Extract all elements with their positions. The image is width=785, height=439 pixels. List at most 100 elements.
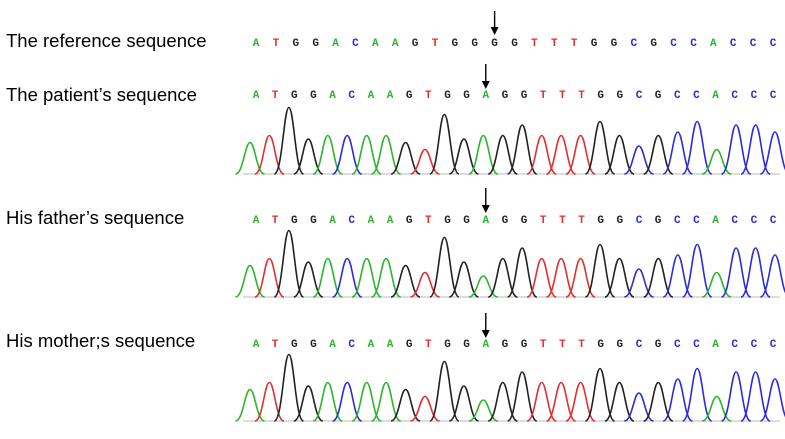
base-letter: A <box>387 90 394 102</box>
base-letter: C <box>693 339 700 351</box>
trace-peak <box>312 257 343 298</box>
base-letter: C <box>348 339 355 351</box>
trace-peak <box>526 381 557 422</box>
trace-peak <box>682 243 713 298</box>
trace-peak <box>740 371 771 422</box>
trace-peak <box>273 106 305 175</box>
base-letter: A <box>329 339 336 351</box>
base-letter: G <box>502 90 509 102</box>
base-letter: C <box>690 38 697 50</box>
trace-peak <box>448 138 479 175</box>
base-letter: G <box>597 215 604 227</box>
base-letter: G <box>444 90 451 102</box>
trace-peak <box>604 257 635 298</box>
base-letter: G <box>310 215 317 227</box>
base-letter: A <box>387 215 394 227</box>
base-letter: T <box>540 215 547 227</box>
base-letter: T <box>531 38 538 50</box>
base-letter: T <box>425 339 432 351</box>
base-letter: G <box>611 38 618 50</box>
base-letter: C <box>630 38 637 50</box>
trace-peak <box>662 131 693 175</box>
trace-peak <box>662 378 693 422</box>
base-letter: G <box>291 339 298 351</box>
base-letter: A <box>712 215 719 227</box>
variant-arrow-icon <box>481 205 490 213</box>
base-letter: G <box>406 90 413 102</box>
trace-peak <box>312 134 343 175</box>
base-letter: G <box>291 90 298 102</box>
trace-peak <box>526 257 557 298</box>
base-letter: C <box>731 90 738 102</box>
trace-peak <box>682 120 713 175</box>
base-letter: G <box>502 215 509 227</box>
trace-peak <box>254 381 285 422</box>
base-letter: T <box>273 38 280 50</box>
trace-peak <box>546 134 577 175</box>
base-letter: G <box>591 38 598 50</box>
trace-peak <box>604 381 635 422</box>
base-letter: G <box>463 215 470 227</box>
trace-peak <box>448 261 479 298</box>
trace-peak <box>351 381 382 422</box>
trace-peak <box>740 124 771 175</box>
trace-peak <box>429 113 460 175</box>
base-letter: C <box>731 339 738 351</box>
base-letter: C <box>674 90 681 102</box>
trace-peak <box>682 367 713 422</box>
trace-peak <box>506 247 538 298</box>
base-letter: G <box>655 215 662 227</box>
base-letter: T <box>559 90 566 102</box>
base-letter: A <box>253 339 260 351</box>
base-letter: C <box>352 38 359 50</box>
trace-peak <box>526 134 557 175</box>
trace-peak <box>565 381 596 422</box>
trace-peak <box>273 229 305 298</box>
trace-peak <box>584 120 616 175</box>
base-letter: A <box>253 90 260 102</box>
base-letter: G <box>444 215 451 227</box>
variant-arrow-icon <box>481 330 490 338</box>
base-letter: A <box>368 90 375 102</box>
variant-arrow-icon <box>490 27 499 35</box>
base-letter: C <box>674 215 681 227</box>
trace-peak <box>254 257 285 298</box>
base-letter: G <box>597 339 604 351</box>
base-letter: C <box>751 339 758 351</box>
base-letter: G <box>521 215 528 227</box>
base-letter: G <box>444 339 451 351</box>
trace-peak <box>273 353 305 422</box>
trace-peak <box>390 388 421 422</box>
trace-peak <box>332 134 363 175</box>
base-letter: C <box>636 339 643 351</box>
base-letter: A <box>253 215 260 227</box>
trace-peak <box>235 264 265 298</box>
base-letter: G <box>521 90 528 102</box>
trace-peak <box>506 371 538 422</box>
trace-peak <box>293 138 324 175</box>
base-letter: T <box>540 90 547 102</box>
trace-peak <box>506 124 538 175</box>
trace-peak <box>643 257 674 298</box>
base-letter: T <box>578 215 585 227</box>
trace-peak <box>312 381 343 422</box>
base-letter: G <box>655 339 662 351</box>
base-letter: A <box>387 339 394 351</box>
base-letter: G <box>597 90 604 102</box>
base-letter: G <box>616 339 623 351</box>
base-letter: G <box>451 38 458 50</box>
base-letter: G <box>502 339 509 351</box>
base-letter: G <box>310 90 317 102</box>
base-letter: C <box>674 339 681 351</box>
trace-peak <box>390 264 421 298</box>
base-letter: T <box>272 90 279 102</box>
base-letter: A <box>482 90 489 102</box>
trace-peak <box>293 385 324 422</box>
trace-peak <box>759 131 785 175</box>
base-letter: C <box>751 215 758 227</box>
trace-peak <box>740 247 771 298</box>
trace-peak <box>487 257 518 298</box>
base-letter: T <box>272 215 279 227</box>
trace-peak <box>332 381 363 422</box>
